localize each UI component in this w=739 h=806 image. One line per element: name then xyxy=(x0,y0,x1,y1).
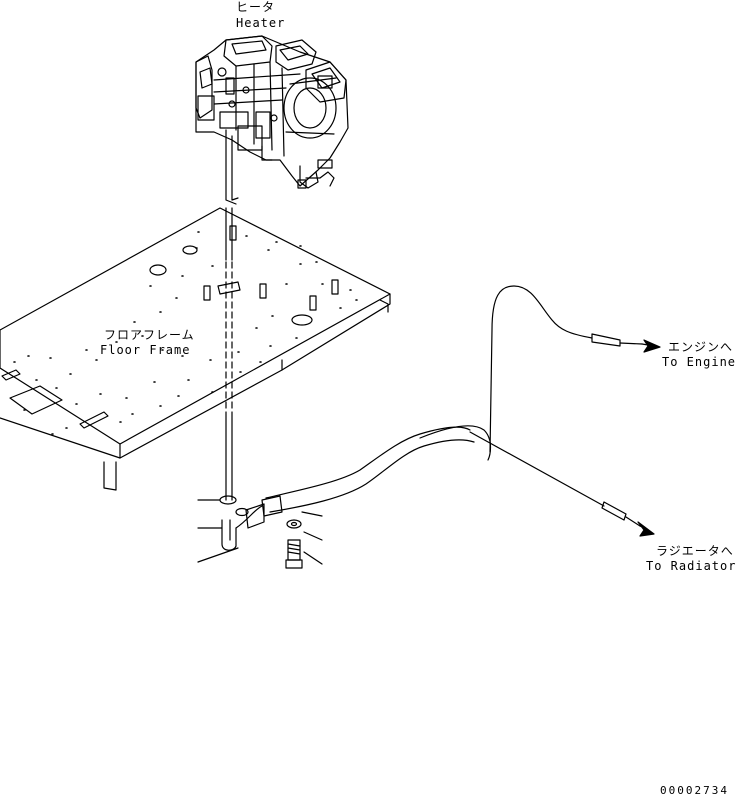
arrow-to-radiator xyxy=(637,521,655,537)
to-radiator-label-jp: ラジエータへ xyxy=(656,544,734,558)
arrow-to-engine xyxy=(641,339,661,353)
drawing-number: 00002734 xyxy=(660,784,729,797)
floor-frame xyxy=(0,207,391,501)
heater-unit xyxy=(195,35,349,205)
hose-lines xyxy=(245,285,643,529)
to-engine-label-jp: エンジンへ xyxy=(668,340,734,354)
heater-label-jp: ヒータ xyxy=(236,0,276,14)
floor-frame-label-en: Floor Frame xyxy=(100,343,191,357)
to-engine-label-en: To Engine xyxy=(662,355,737,369)
to-radiator-label-en: To Radiator xyxy=(646,559,737,573)
clamp-parts xyxy=(197,495,323,569)
heater-label-en: Heater xyxy=(236,16,286,30)
floor-frame-label-jp: フロアフレーム xyxy=(104,328,195,342)
